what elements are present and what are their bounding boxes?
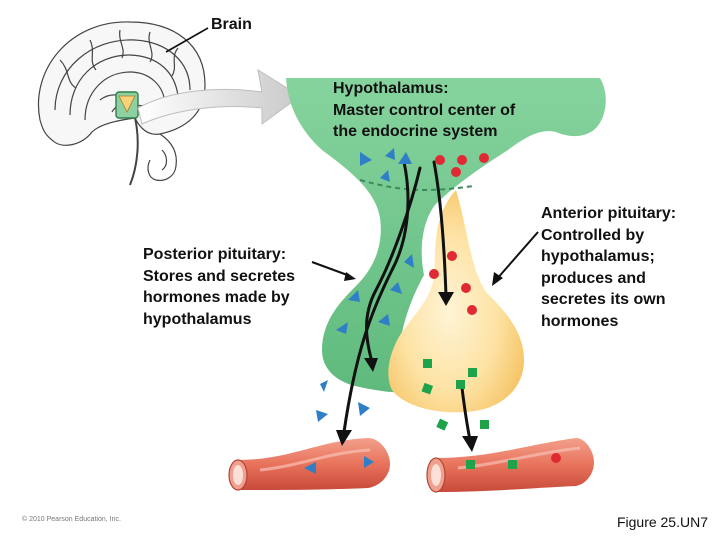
brain-pituitary-highlight (118, 95, 136, 113)
copyright-notice: © 2010 Pearson Education, Inc. (22, 516, 121, 523)
zoom-arrow (137, 68, 301, 125)
posterior-pointer-head (344, 272, 356, 281)
hormone-dots (429, 153, 561, 463)
anterior-pituitary (388, 190, 524, 413)
anterior-pituitary-label: Anterior pituitary: Controlled by hypoth… (541, 205, 677, 330)
flow-arrow-anterior-out (460, 386, 472, 442)
brain-pointer-line (165, 27, 209, 53)
flow-arrow-anterior (432, 160, 448, 298)
anterior-pointer-line (495, 231, 539, 281)
flow-arrow-posterior-long (342, 160, 410, 434)
posterior-pituitary-label: Posterior pituitary: Stores and secretes… (143, 246, 296, 328)
flow-arrowheads (336, 292, 478, 452)
hormone-squares (421, 359, 517, 469)
flow-arrows (342, 160, 472, 442)
hormone-triangles (304, 148, 414, 474)
hypothalamus-label: Hypothalamus: Master control center of t… (333, 80, 516, 140)
figure-caption: Figure 25.UN7 (616, 514, 708, 530)
flow-arrow-posterior-short (365, 166, 422, 364)
anterior-pointer-head (492, 272, 503, 286)
hypothalamus-boundary-dashed (359, 179, 475, 192)
brain-label: Brain (211, 16, 252, 33)
posterior-pointer-line (311, 261, 351, 277)
